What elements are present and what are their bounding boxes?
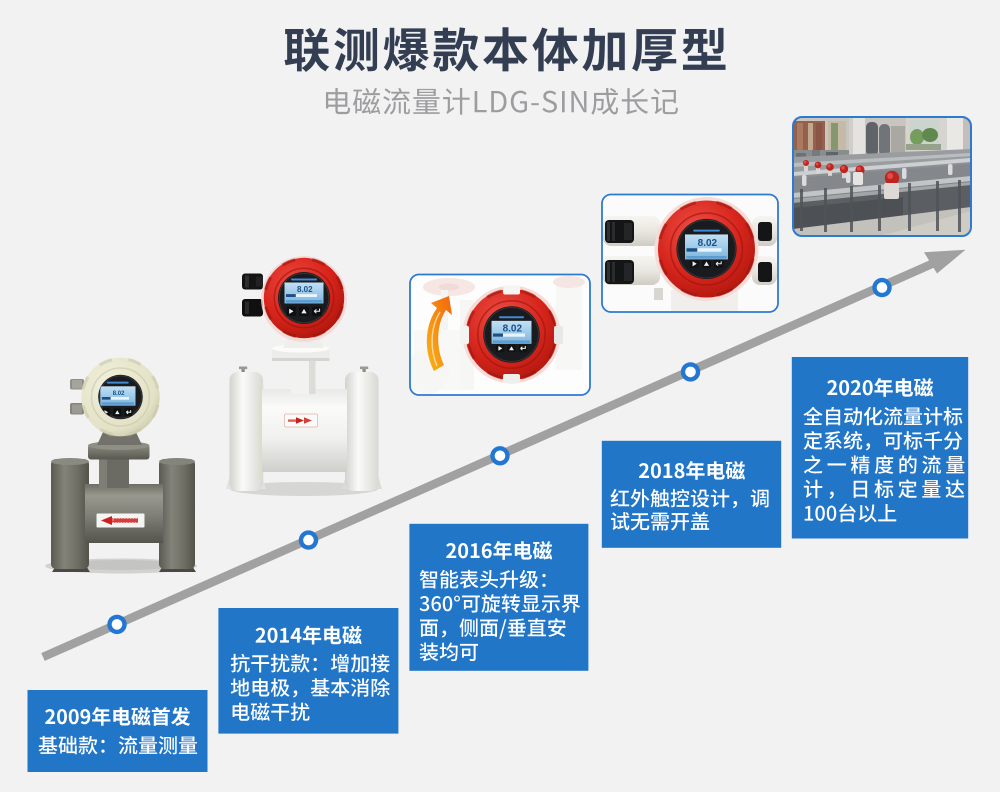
- svg-text:8.02: 8.02: [113, 391, 125, 397]
- svg-text:8.02: 8.02: [698, 238, 718, 249]
- svg-text:8.02: 8.02: [297, 285, 313, 294]
- svg-text:8.02: 8.02: [503, 323, 523, 334]
